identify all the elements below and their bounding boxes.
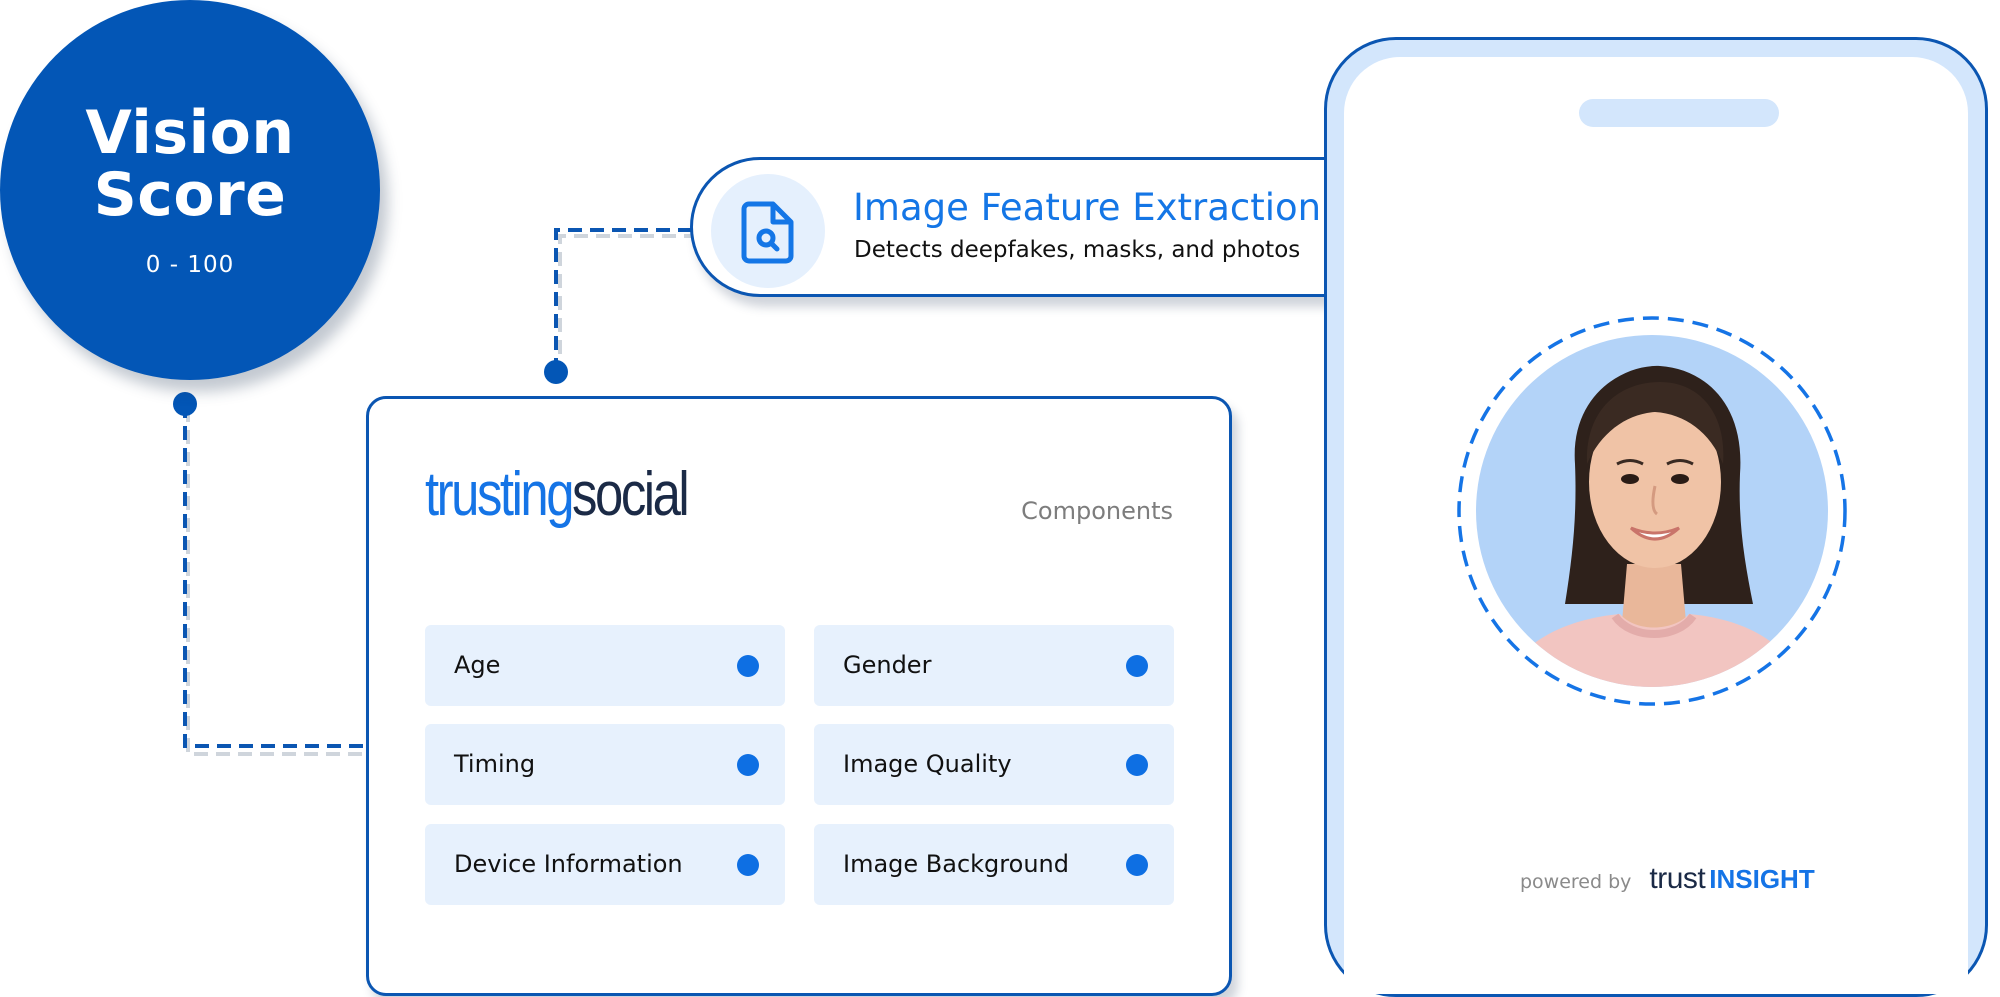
components-card: trustingsocial Components Age Gender Tim…	[366, 396, 1232, 996]
face-photo	[1457, 316, 1847, 706]
trustingsocial-logo: trustingsocial	[425, 460, 690, 529]
component-chip-age: Age	[425, 625, 785, 706]
feature-icon-badge	[711, 174, 825, 288]
component-chip-image-quality: Image Quality	[814, 724, 1174, 805]
feature-title: Image Feature Extraction	[853, 186, 1322, 229]
status-dot	[737, 754, 759, 776]
status-dot	[737, 854, 759, 876]
component-chip-gender: Gender	[814, 625, 1174, 706]
phone-notch	[1579, 99, 1779, 127]
score-connector	[183, 404, 366, 748]
vision-score-range: 0 - 100	[145, 252, 235, 278]
status-dot	[1126, 754, 1148, 776]
feature-description: Detects deepfakes, masks, and photos	[854, 237, 1301, 263]
vision-score-circle: Vision Score 0 - 100	[0, 0, 380, 380]
status-dot	[1126, 854, 1148, 876]
feature-connector	[554, 228, 692, 372]
status-dot	[1126, 655, 1148, 677]
status-dot	[737, 655, 759, 677]
component-chip-timing: Timing	[425, 724, 785, 805]
component-chip-device-information: Device Information	[425, 824, 785, 905]
feature-connector-dot	[544, 360, 568, 384]
document-search-icon	[741, 201, 794, 264]
component-chip-image-background: Image Background	[814, 824, 1174, 905]
score-connector-dot	[173, 392, 197, 416]
vision-score-title: Vision Score	[85, 98, 295, 230]
face-capture-frame	[1455, 314, 1849, 708]
components-heading: Components	[1021, 497, 1173, 525]
